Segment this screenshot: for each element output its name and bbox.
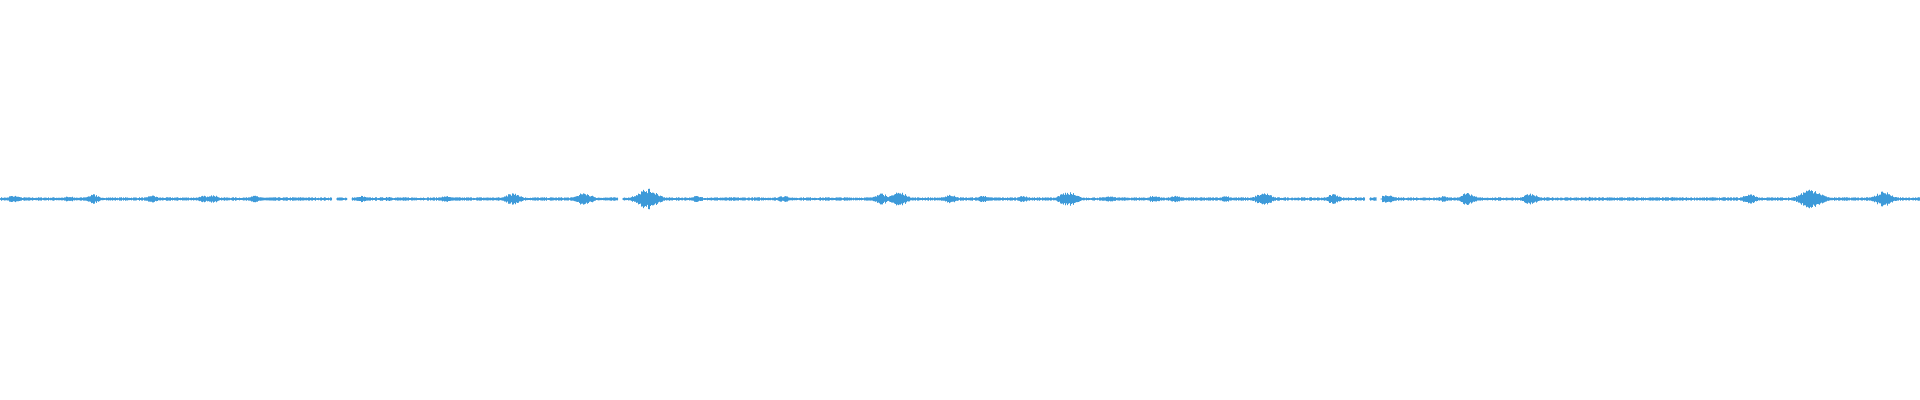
waveform-gap (1376, 197, 1381, 201)
waveform-gap (1365, 197, 1370, 201)
waveform-gap (618, 197, 623, 201)
waveform-gap (347, 197, 352, 201)
waveform-samples (0, 188, 1920, 210)
waveform-gap (332, 197, 337, 201)
